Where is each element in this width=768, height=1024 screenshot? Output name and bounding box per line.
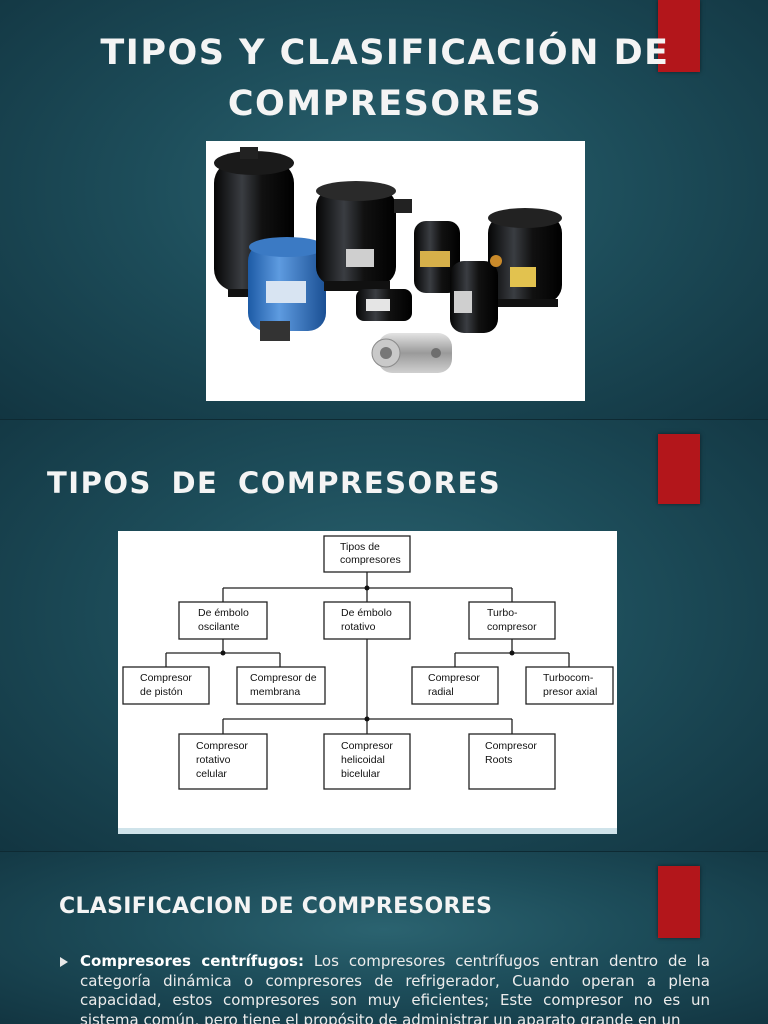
node-membrana-line1: Compresor de [250, 672, 317, 684]
slide-title-heading: TIPOS Y CLASIFICACIÓN DE COMPRESORES [40, 28, 730, 130]
node-celular-line3: celular [196, 768, 227, 780]
classification-heading: CLASIFICACION DE COMPRESORES [59, 894, 493, 919]
bullet-term: Compresores centrífugos: [80, 952, 304, 970]
compressors-illustration [214, 147, 562, 373]
red-accent-tab [658, 434, 700, 504]
node-roots-line2: Roots [485, 754, 512, 766]
node-piston-line1: Compresor [140, 672, 192, 684]
node-rotativo-line2: rotativo [341, 621, 376, 633]
slide-title: TIPOS Y CLASIFICACIÓN DE COMPRESORES [0, 0, 768, 420]
compressor-types-diagram: Tipos de compresores De émbolo oscilante… [118, 531, 617, 834]
node-roots-line1: Compresor [485, 740, 537, 752]
node-root-line1: Tipos de [340, 541, 380, 553]
node-membrana-line2: membrana [250, 686, 300, 698]
node-celular-line1: Compresor [196, 740, 248, 752]
node-radial-line2: radial [428, 686, 454, 698]
tree-diagram: Tipos de compresores De émbolo oscilante… [118, 535, 617, 834]
bullet-centrifugos: Compresores centrífugos: Los compresores… [58, 952, 710, 1024]
node-celular-line2: rotativo [196, 754, 231, 766]
node-turbo-line1: Turbo- [487, 607, 518, 619]
slide-types: TIPOS DE COMPRESORES [0, 420, 768, 852]
node-radial-line1: Compresor [428, 672, 480, 684]
node-helicoidal-line3: bicelular [341, 768, 381, 780]
bullet-text: Los compresores centrífugos entran dentr… [80, 952, 710, 1024]
types-heading: TIPOS DE COMPRESORES [47, 466, 502, 500]
red-accent-tab [658, 866, 700, 938]
bullet-arrow-icon [60, 957, 68, 967]
node-helicoidal-line2: helicoidal [341, 754, 385, 766]
node-turbo-line2: compresor [487, 621, 537, 633]
slide-classification: CLASIFICACION DE COMPRESORES Compresores… [0, 852, 768, 1024]
node-oscilante-line1: De émbolo [198, 607, 249, 619]
title-line-1: TIPOS Y CLASIFICACIÓN DE [100, 33, 670, 73]
title-line-2: COMPRESORES [227, 84, 543, 124]
node-root-line2: compresores [340, 554, 401, 566]
node-helicoidal-line1: Compresor [341, 740, 393, 752]
node-piston-line2: de pistón [140, 686, 183, 698]
node-oscilante-line2: oscilante [198, 621, 240, 633]
compressors-photo [206, 141, 585, 401]
node-axial-line2: presor axial [543, 686, 597, 698]
node-rotativo-line1: De émbolo [341, 607, 392, 619]
node-axial-line1: Turbocom- [543, 672, 594, 684]
red-accent-tab [658, 0, 700, 72]
